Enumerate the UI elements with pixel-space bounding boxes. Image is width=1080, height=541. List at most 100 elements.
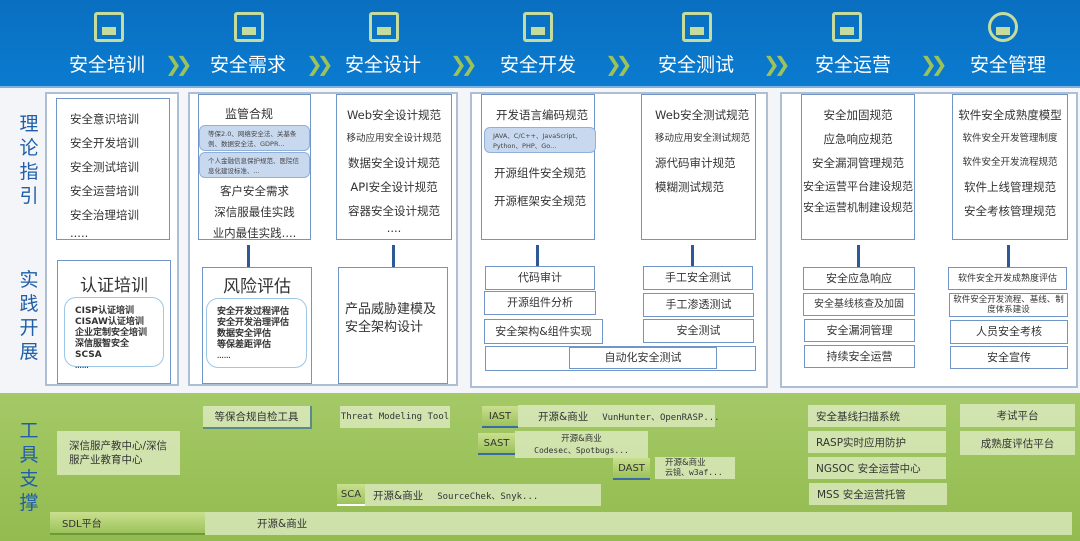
- requirements-chart-icon: [234, 12, 264, 42]
- training-column: 安全意识培训 安全开发培训 安全测试培训 安全运营培训 安全治理培训 .....…: [45, 92, 179, 386]
- box-title: 认证培训: [80, 276, 148, 296]
- row-label-tools: 工具支撑: [19, 420, 39, 514]
- list-item: Web安全测试规范: [655, 108, 750, 122]
- security-awareness: 安全宣传: [950, 346, 1068, 369]
- language-note: JAVA、C/C++、JavaScript、Python、PHP、Go...: [484, 127, 596, 153]
- process-baseline-system: 软件安全开发流程、基线、制度体系建设: [949, 293, 1068, 317]
- automated-security-test: 自动化安全测试: [569, 347, 717, 369]
- sast-label: SAST: [478, 433, 515, 455]
- list-item: 安全漏洞管理规范: [812, 156, 904, 170]
- manual-security-test: 手工安全测试: [643, 266, 753, 290]
- connector: [392, 245, 395, 267]
- code-audit: 代码审计: [485, 266, 595, 290]
- list-item: 软件安全开发流程规范: [962, 157, 1058, 168]
- development-testing-column: 开发语言编码规范 JAVA、C/C++、JavaScript、Python、PH…: [470, 92, 768, 388]
- emergency-response: 安全应急响应: [803, 267, 915, 290]
- list-item: 软件上线管理规范: [964, 180, 1056, 194]
- mss-managed-service: MSS 安全运营托管: [809, 483, 947, 505]
- tool-type: 开源&商业: [561, 433, 602, 444]
- tools-area: 工具支撑 深信服产教中心/深信服产业教育中心 等保合规自检工具 Threat M…: [0, 393, 1080, 541]
- exam-platform: 考试平台: [960, 404, 1075, 427]
- list-item: 安全运营平台建设规范: [803, 180, 913, 193]
- vulnerability-management: 安全漏洞管理: [804, 319, 915, 342]
- phase-operations: 安全运营: [814, 54, 891, 76]
- tool-products: Codesec、Spotbugs...: [534, 445, 629, 455]
- phase-design: 安全设计: [344, 54, 421, 76]
- operations-theory-box: 安全加固规范 应急响应规范 安全漏洞管理规范 安全运营平台建设规范 安全运营机制…: [801, 94, 915, 240]
- list-item: 安全开发过程评估: [217, 307, 290, 317]
- connector: [857, 245, 860, 267]
- open-source-analysis: 开源组件分析: [484, 291, 596, 315]
- training-presentation-icon: [94, 12, 124, 42]
- testing-theory-box: Web安全测试规范 移动应用安全测试规范 源代码审计规范 模糊测试规范: [641, 94, 756, 240]
- list-item: 安全开发治理评估: [217, 318, 290, 328]
- regulation-note: 等保2.0、网络安全法、关基条例、数据安全法、GDPR...: [199, 125, 310, 151]
- education-center: 深信服产教中心/深信服产业教育中心: [57, 431, 180, 475]
- list-item: 安全开发培训: [70, 136, 139, 150]
- ngsoc-center: NGSOC 安全运营中心: [808, 457, 946, 479]
- connector: [691, 245, 694, 267]
- list-item: 安全治理培训: [70, 208, 139, 222]
- box-title: 监管合规: [225, 107, 274, 121]
- list-item: API安全设计规范: [350, 180, 438, 194]
- list-item: 软件安全开发管理制度: [962, 133, 1058, 144]
- tool-type: 开源&商业: [538, 410, 589, 423]
- phase-management: 安全管理: [969, 54, 1046, 76]
- staff-assessment: 人员安全考核: [950, 320, 1068, 344]
- list-item: 企业定制安全培训: [75, 328, 148, 338]
- management-person-icon: [988, 12, 1018, 42]
- operations-management-column: 安全加固规范 应急响应规范 安全漏洞管理规范 安全运营平台建设规范 安全运营机制…: [780, 92, 1078, 388]
- chevron-right-icon: ❯❯: [165, 52, 192, 76]
- certification-training-box: 认证培训 CISP认证培训 CISAW认证培训 企业定制安全培训 深信服智安全S…: [57, 260, 171, 384]
- sdl-platform-label: SDL平台: [50, 512, 205, 535]
- design-tools-icon: [369, 12, 399, 42]
- dast-label: DAST: [613, 458, 650, 480]
- list-item: ....: [386, 221, 402, 235]
- tool-products: VunHunter、OpenRASP...: [602, 412, 720, 423]
- requirements-theory-box: 监管合规 等保2.0、网络安全法、关基条例、数据安全法、GDPR... 个人金融…: [198, 94, 311, 240]
- list-item: 客户安全需求: [220, 184, 289, 198]
- development-theory-box: 开发语言编码规范 JAVA、C/C++、JavaScript、Python、PH…: [481, 94, 596, 240]
- list-item: 安全测试培训: [70, 160, 139, 174]
- list-item: 等保差距评估: [217, 340, 272, 350]
- tool-products: 云镜、w3af...: [665, 468, 723, 477]
- threat-modeling-box: 产品威胁建模及安全架构设计: [338, 267, 448, 384]
- list-item: 深信服智安全SCSA: [75, 339, 130, 360]
- list-item: 移动应用安全设计规范: [346, 133, 442, 144]
- design-theory-box: Web安全设计规范 移动应用安全设计规范 数据安全设计规范 API安全设计规范 …: [336, 94, 452, 240]
- security-test: 安全测试: [643, 319, 754, 343]
- connector: [536, 245, 539, 267]
- compliance-check-tool: 等保合规自检工具: [203, 406, 312, 429]
- chevron-right-icon: ❯❯: [306, 52, 333, 76]
- chevron-right-icon: ❯❯: [763, 52, 790, 76]
- management-theory-box: 软件安全成熟度模型 软件安全开发管理制度 软件安全开发流程规范 软件上线管理规范…: [952, 94, 1068, 240]
- list-item: 安全考核管理规范: [964, 204, 1056, 218]
- list-item: ......: [217, 353, 231, 360]
- list-item: 模糊测试规范: [655, 180, 724, 194]
- phase-header: 安全培训 安全需求 安全设计 安全开发 安全测试 安全运营 安全管理 ❯❯ ❯❯…: [0, 0, 1080, 88]
- security-architecture: 安全架构&组件实现: [484, 319, 603, 344]
- list-item: 深信服最佳实践: [214, 205, 295, 219]
- phase-requirements: 安全需求: [209, 54, 286, 76]
- phase-development: 安全开发: [499, 54, 576, 76]
- box-title: 开发语言编码规范: [496, 108, 588, 122]
- maturity-assessment: 软件安全开发成熟度评估: [948, 267, 1067, 290]
- rasp-protection: RASP实时应用防护: [808, 431, 946, 453]
- list-item: 容器安全设计规范: [348, 204, 440, 218]
- industry-standard-note: 个人金融信息保护规范、医院信息化建设标准、...: [199, 152, 310, 178]
- maturity-platform: 成熟度评估平台: [960, 431, 1075, 455]
- list-item: .....: [70, 226, 89, 240]
- practice-area: 理论指引 实践开展 安全意识培训 安全开发培训 安全测试培训 安全运营培训 安全…: [0, 88, 1080, 393]
- chevron-right-icon: ❯❯: [450, 52, 477, 76]
- list-item: CISAW认证培训: [75, 317, 144, 327]
- chevron-right-icon: ❯❯: [605, 52, 632, 76]
- testing-device-icon: [682, 12, 712, 42]
- list-item: 业内最佳实践....: [212, 226, 297, 240]
- list-item: 开源框架安全规范: [494, 194, 586, 208]
- tool-type: 开源&商业: [373, 489, 424, 502]
- list-item: 安全加固规范: [823, 108, 893, 122]
- certification-list: CISP认证培训 CISAW认证培训 企业定制安全培训 深信服智安全SCSA .…: [64, 297, 164, 370]
- iast-tools: 开源&商业 VunHunter、OpenRASP...: [518, 405, 720, 427]
